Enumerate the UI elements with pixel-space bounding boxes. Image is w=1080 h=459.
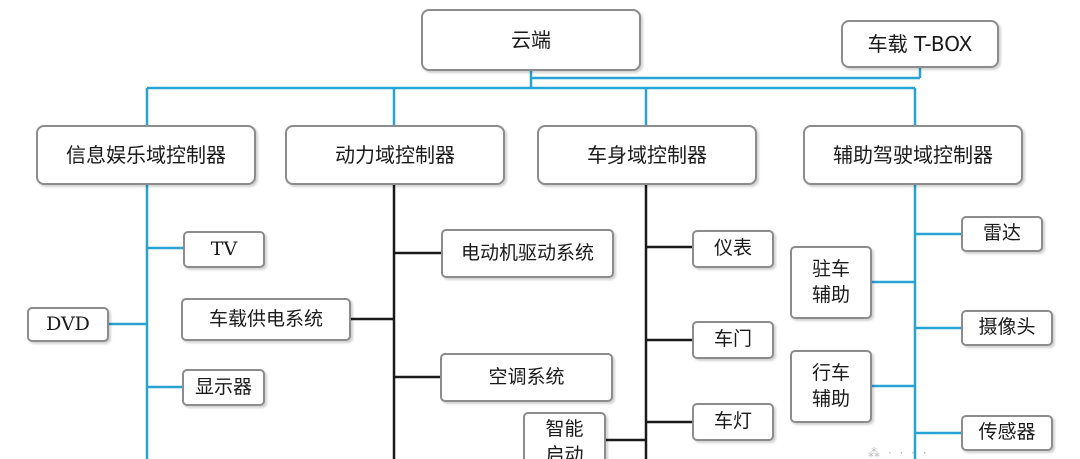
display-node: 显示器 — [182, 369, 265, 406]
tv-node: TV — [183, 231, 265, 268]
body-controller-node: 车身域控制器 — [537, 125, 757, 185]
light-node: 车灯 — [692, 403, 774, 441]
driving-assist-node: 行车 辅助 — [790, 350, 872, 423]
smart-start-node: 智能 启动 — [523, 412, 606, 459]
watermark: ⁂ · · · · — [868, 446, 929, 459]
adas-controller-node: 辅助驾驶域控制器 — [803, 125, 1023, 185]
door-node: 车门 — [692, 321, 774, 359]
dvd-node: DVD — [27, 307, 109, 342]
parking-assist-node: 驻车 辅助 — [790, 246, 872, 319]
infotainment-controller-node: 信息娱乐域控制器 — [36, 125, 256, 185]
motor-drive-node: 电动机驱动系统 — [441, 229, 614, 278]
radar-node: 雷达 — [961, 216, 1043, 252]
onboard-power-node: 车载供电系统 — [181, 298, 351, 341]
instrument-node: 仪表 — [692, 230, 774, 268]
sensor-node: 传感器 — [961, 415, 1053, 451]
camera-node: 摄像头 — [961, 310, 1053, 346]
tbox-node: 车载 T-BOX — [841, 20, 999, 68]
power-controller-node: 动力域控制器 — [285, 125, 505, 185]
cloud-node: 云端 — [421, 9, 641, 71]
ac-system-node: 空调系统 — [440, 353, 613, 402]
